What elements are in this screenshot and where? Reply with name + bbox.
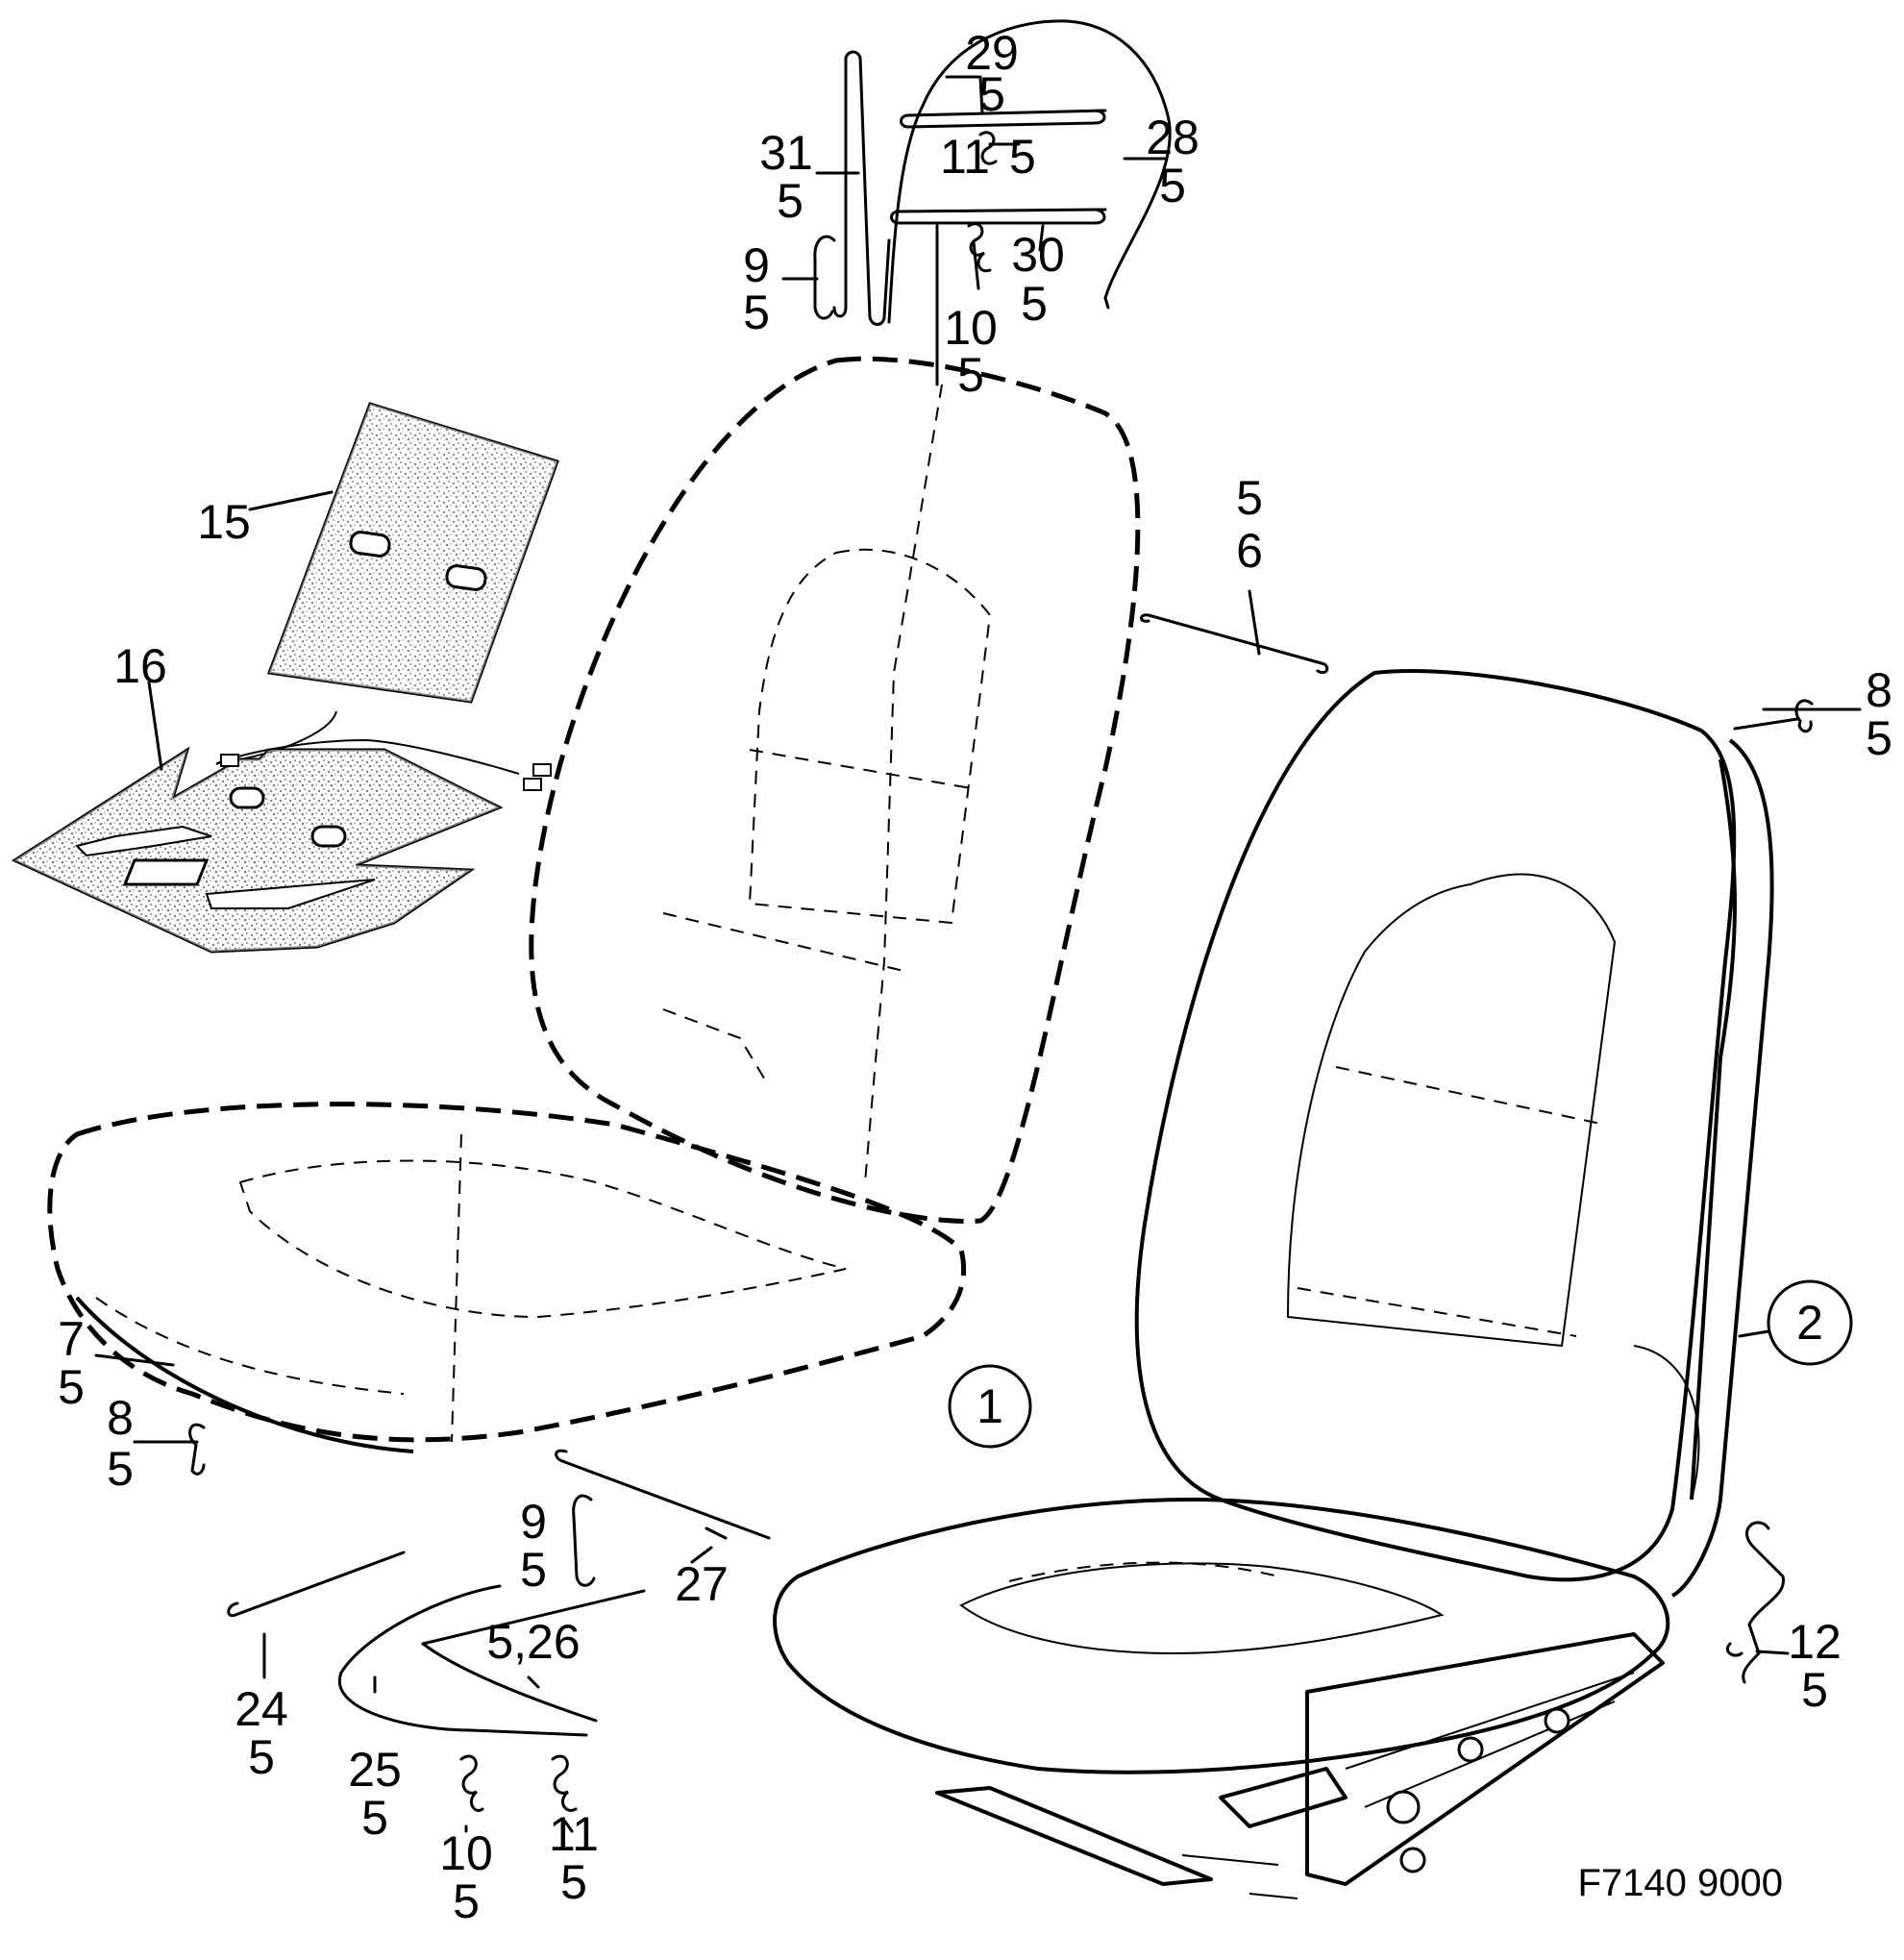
svg-text:15: 15	[197, 495, 251, 549]
svg-text:1: 1	[977, 1379, 1003, 1433]
rod-31	[844, 50, 872, 319]
svg-text:5: 5	[1021, 277, 1048, 331]
svg-text:5: 5	[1236, 471, 1263, 525]
s-hook-12	[1742, 1521, 1785, 1684]
callout-28: 28 5	[1146, 111, 1199, 212]
svg-text:11: 11	[549, 1807, 599, 1861]
svg-text:27: 27	[675, 1557, 729, 1611]
svg-text:25: 25	[348, 1743, 402, 1797]
callout-31: 31 5	[759, 126, 813, 228]
callout-5-6: 5 6	[1236, 471, 1263, 578]
svg-text:24: 24	[235, 1682, 288, 1736]
callout-labels: 29 5 28 5 31 5 11 5 30 5 9 5 10 5 15	[58, 26, 1892, 1928]
svg-text:5: 5	[107, 1442, 134, 1496]
svg-text:29: 29	[965, 26, 1019, 80]
exploded-seat-1	[47, 356, 1329, 1833]
callout-9-lower: 9 5	[520, 1495, 547, 1597]
exploded-seat-cushion	[47, 1102, 967, 1443]
callout-15: 15	[197, 495, 251, 549]
svg-text:5: 5	[248, 1730, 275, 1784]
svg-text:5: 5	[58, 1360, 85, 1414]
c-clip-9-lower	[572, 1494, 596, 1587]
svg-text:2: 2	[1796, 1296, 1823, 1350]
callout-11-top: 11 5	[940, 130, 1036, 184]
callout-12: 12 5	[1788, 1615, 1842, 1717]
s-clip-11-top	[978, 131, 998, 165]
svg-text:28: 28	[1146, 111, 1199, 164]
assembled-backrest	[1134, 669, 1737, 1582]
callout-5-26: 5,26	[486, 1615, 580, 1669]
rod-5-6	[1140, 613, 1329, 675]
svg-text:5: 5	[777, 174, 804, 228]
callout-30: 30 5	[1011, 228, 1065, 331]
assembled-seat-cushion	[773, 1498, 1670, 1774]
heating-pad-15	[215, 402, 559, 765]
spring-wire-26	[421, 1589, 646, 1723]
svg-text:31: 31	[759, 126, 813, 180]
callout-27: 27	[675, 1557, 729, 1611]
callout-25: 25 5	[348, 1743, 402, 1845]
svg-text:5: 5	[1159, 159, 1186, 212]
svg-text:11: 11	[940, 130, 990, 184]
u-spring-25	[337, 1584, 588, 1737]
svg-text:5: 5	[361, 1791, 388, 1845]
callout-7: 7 5	[58, 1312, 85, 1414]
figure-code: F7140 9000	[1577, 1862, 1783, 1904]
svg-text:10: 10	[439, 1826, 493, 1880]
callout-8-lower: 8 5	[107, 1391, 134, 1496]
assembled-seat-2	[773, 669, 1862, 1899]
crossbar-wire-29	[906, 109, 1107, 117]
svg-text:30: 30	[1011, 228, 1065, 282]
svg-text:5,26: 5,26	[486, 1615, 580, 1669]
svg-text:10: 10	[944, 301, 998, 355]
svg-text:5: 5	[453, 1874, 480, 1928]
heating-pad-16	[11, 490, 552, 954]
svg-text:5: 5	[560, 1855, 587, 1909]
c-clip-9-top	[813, 235, 836, 320]
svg-text:9: 9	[743, 238, 770, 292]
svg-text:16: 16	[113, 639, 167, 693]
s-clip-11-lower	[551, 1754, 578, 1812]
svg-text:8: 8	[1866, 663, 1892, 717]
svg-text:5: 5	[1009, 130, 1036, 184]
svg-text:12: 12	[1788, 1615, 1842, 1669]
callout-10-lower: 10 5	[439, 1826, 493, 1928]
callout-9-top: 9 5	[743, 238, 770, 339]
exploded-backrest	[529, 356, 1141, 1224]
svg-text:5: 5	[978, 67, 1005, 121]
svg-text:5: 5	[743, 285, 770, 339]
crossbar-wire-30	[897, 208, 1107, 213]
s-clip-10-lower	[459, 1754, 484, 1812]
view-marker-2[interactable]: 2	[1767, 1279, 1853, 1366]
svg-text:5: 5	[957, 348, 984, 402]
svg-text:7: 7	[58, 1312, 85, 1366]
callout-24: 24 5	[235, 1682, 288, 1784]
s-clip-10-top	[967, 222, 992, 273]
svg-text:6: 6	[1236, 524, 1263, 578]
view-marker-1[interactable]: 1	[948, 1364, 1032, 1449]
callout-8-top: 8 5	[1866, 663, 1892, 765]
callout-29: 29 5	[965, 26, 1019, 121]
c-clip-8-lower	[188, 1423, 206, 1476]
callout-11-lower: 11 5	[549, 1807, 599, 1909]
callout-16: 16	[113, 639, 167, 693]
seat-rail	[1305, 1632, 1665, 1886]
svg-text:9: 9	[520, 1495, 547, 1549]
c-clip-8-top	[1794, 699, 1814, 733]
svg-text:5: 5	[1801, 1663, 1828, 1717]
callout-10-top: 10 5	[944, 301, 998, 402]
headrest-frame-wire-28	[887, 19, 1172, 324]
spring-wire-24	[227, 1551, 406, 1618]
svg-text:5: 5	[520, 1543, 547, 1597]
svg-text:8: 8	[107, 1391, 134, 1445]
svg-text:5: 5	[1866, 711, 1892, 765]
spring-wire-27	[555, 1449, 771, 1540]
headrest-frame-group	[781, 19, 1172, 386]
